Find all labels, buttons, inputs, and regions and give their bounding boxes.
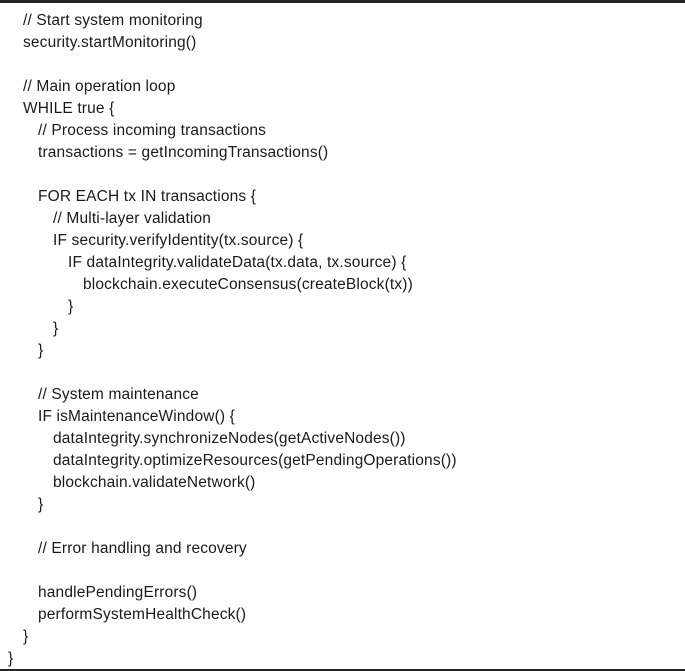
code-line-blank	[0, 164, 685, 186]
code-line: }	[68, 298, 74, 315]
code-line: // Error handling and recovery	[38, 540, 247, 557]
code-line: handlePendingErrors()	[38, 584, 198, 601]
code-line-blank	[0, 516, 685, 538]
code-line: IF isMaintenanceWindow() {	[38, 408, 235, 425]
code-line: security.startMonitoring()	[23, 34, 197, 51]
code-line-blank	[0, 560, 685, 582]
code-line: blockchain.validateNetwork()	[53, 474, 256, 491]
code-line: IF security.verifyIdentity(tx.source) {	[53, 232, 304, 249]
code-line: WHILE true {	[23, 100, 115, 117]
code-line: }	[38, 496, 44, 513]
code-line: // Main operation loop	[23, 78, 176, 95]
code-line: performSystemHealthCheck()	[38, 606, 247, 623]
code-line: }	[38, 342, 44, 359]
code-line: dataIntegrity.optimizeResources(getPendi…	[53, 452, 457, 469]
code-line: // Multi-layer validation	[53, 210, 212, 227]
code-line: FOR EACH tx IN transactions {	[38, 188, 257, 205]
code-line: IF dataIntegrity.validateData(tx.data, t…	[68, 254, 407, 271]
code-line: dataIntegrity.synchronizeNodes(getActive…	[53, 430, 406, 447]
code-line: transactions = getIncomingTransactions()	[38, 144, 329, 161]
code-line: // System maintenance	[38, 386, 199, 403]
code-line-blank	[0, 362, 685, 384]
code-line: // Process incoming transactions	[38, 122, 267, 139]
code-line: }	[23, 628, 29, 645]
code-line: }	[53, 320, 59, 337]
code-line-blank	[0, 54, 685, 76]
code-line-list: // Start system monitoring security.start…	[0, 10, 685, 670]
code-line: blockchain.executeConsensus(createBlock(…	[83, 276, 413, 293]
code-line: // Start system monitoring	[23, 12, 203, 29]
code-line: }	[8, 650, 14, 667]
